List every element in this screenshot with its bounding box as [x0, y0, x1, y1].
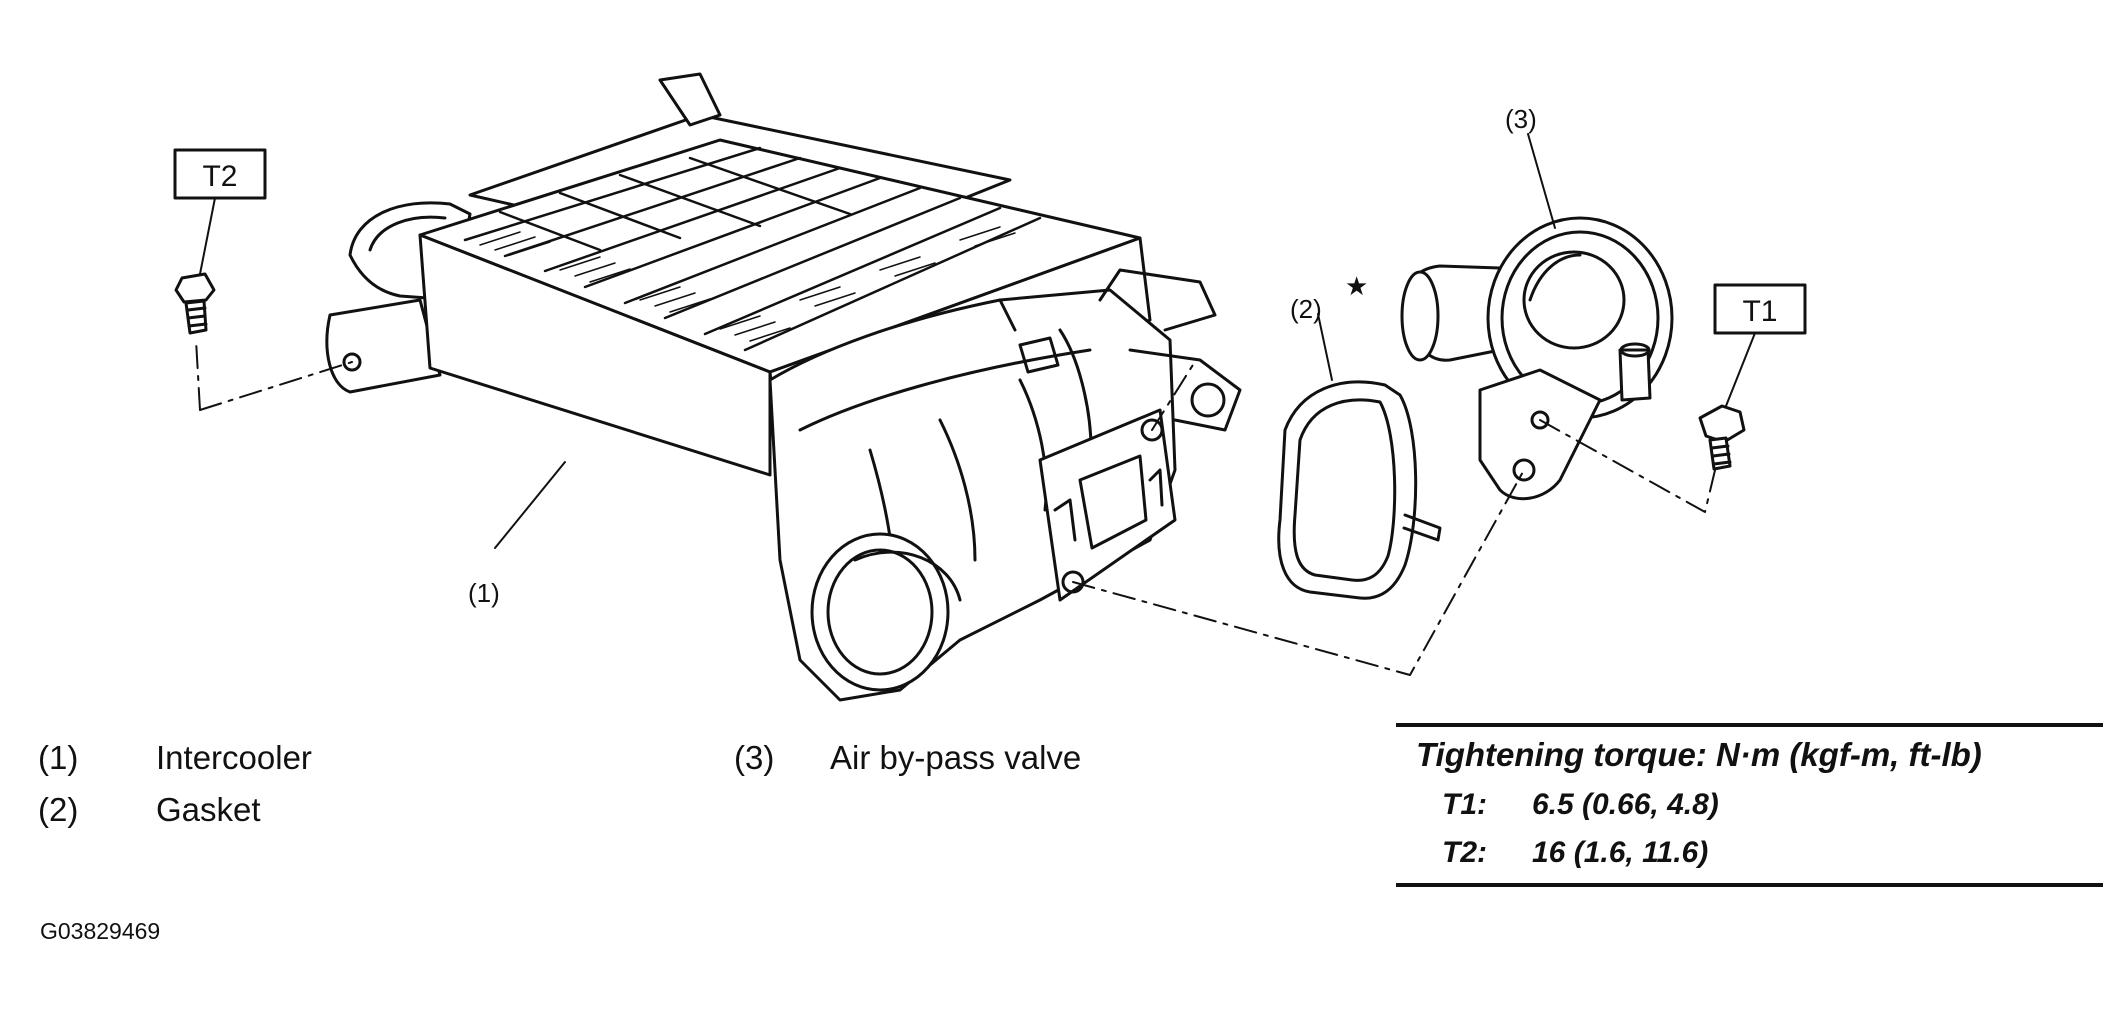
legend-number: (1): [38, 739, 79, 776]
torque-tag-t1-box: [1713, 283, 1807, 335]
torque-table-bottom-rule: [1396, 883, 2103, 887]
leader-lines: [199, 133, 1756, 549]
intercooler-drawing: [325, 72, 1242, 702]
bolt-t1-drawing: [1698, 404, 1746, 471]
torque-table-top-rule: [1396, 723, 2103, 727]
torque-row-t2: T2: 16 (1.6, 11.6): [1396, 829, 2103, 877]
callout-gasket: (2): [1290, 294, 1322, 324]
legend-label: Gasket: [156, 791, 261, 828]
bolt-t2-drawing: [174, 272, 216, 335]
torque-tag-t2-box: [173, 148, 267, 200]
legend-item-air-bypass-valve: (3) Air by-pass valve: [734, 738, 1081, 778]
legend-number: (2): [38, 791, 79, 828]
torque-table-title: Tightening torque: N·m (kgf-m, ft-lb): [1416, 736, 1982, 773]
assembly-centerlines: [195, 339, 1717, 676]
air-bypass-valve-drawing: [1400, 216, 1674, 501]
torque-row-t1: T1: 6.5 (0.66, 4.8): [1396, 781, 2103, 829]
torque-value: 6.5 (0.66, 4.8): [1532, 788, 1719, 821]
figure-id: G03829469: [40, 918, 161, 944]
gasket-drawing: [1277, 380, 1442, 600]
legend-item-intercooler: (1) Intercooler: [38, 738, 312, 778]
legend-label: Intercooler: [156, 739, 312, 776]
torque-key: T2:: [1442, 836, 1487, 869]
legend-item-gasket: (2) Gasket: [38, 790, 261, 830]
torque-tag-t2: T2: [202, 160, 237, 193]
torque-tag-t1: T1: [1742, 295, 1777, 328]
torque-key: T1:: [1442, 788, 1487, 821]
callout-intercooler: (1): [468, 578, 500, 608]
legend-number: (3): [734, 739, 775, 776]
callout-air-bypass-valve: (3): [1505, 104, 1537, 134]
torque-value: 16 (1.6, 11.6): [1532, 836, 1709, 869]
legend-label: Air by-pass valve: [830, 739, 1082, 776]
torque-table: Tightening torque: N·m (kgf-m, ft-lb) T1…: [1396, 723, 2103, 887]
star-icon: ★: [1345, 271, 1368, 301]
